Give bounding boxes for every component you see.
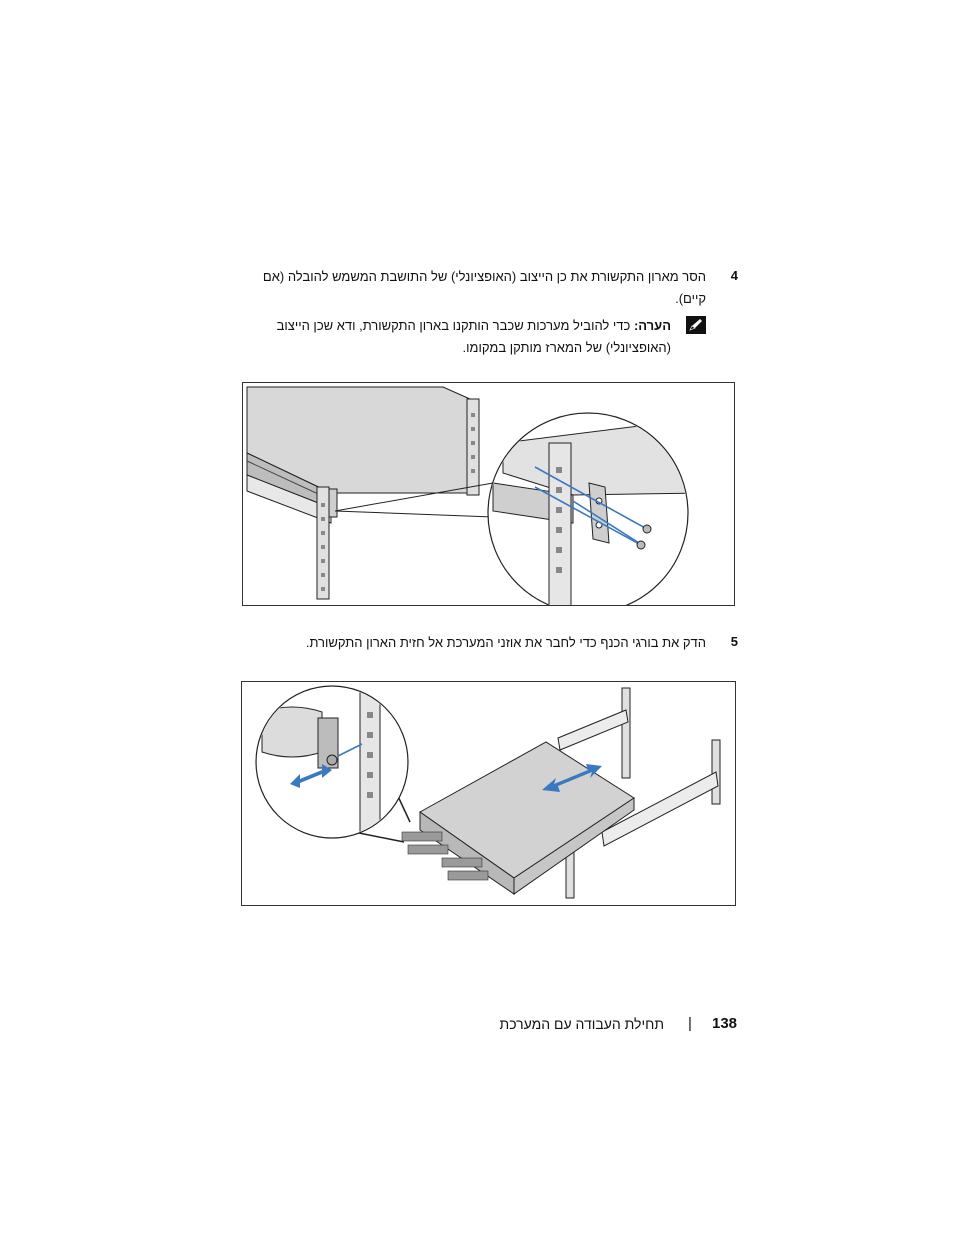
step-4-text: הסר מארון התקשורת את כן הייצוב (האופציונ… (236, 266, 706, 310)
step-4-line-1: הסר מארון התקשורת את כן הייצוב (האופציונ… (262, 269, 706, 284)
footer-title: תחילת העבודה עם המערכת (499, 1016, 664, 1032)
figure-thumbscrews (241, 681, 736, 906)
step-4-number: 4 (730, 268, 738, 283)
figure-stabilizer (242, 382, 735, 614)
footer-separator: | (688, 1015, 692, 1032)
note-text-1: כדי להוביל מערכות שכבר הותקנו בארון התקש… (276, 318, 631, 333)
note-line-2: (האופציונלי) של המארז מותקן במקומו. (462, 340, 671, 355)
step-4-line-2: קיים). (675, 291, 706, 306)
note-label: הערה: (633, 318, 671, 333)
stabilizer-illustration (246, 386, 689, 614)
note-block: הערה: כדי להוביל מערכות שכבר הותקנו בארו… (251, 315, 671, 359)
page-number: 138 (712, 1015, 738, 1032)
step-5-number: 5 (730, 634, 738, 649)
note-pencil-icon (686, 316, 706, 334)
thumbscrew-illustration (255, 685, 721, 899)
note-line-1: הערה: כדי להוביל מערכות שכבר הותקנו בארו… (251, 315, 671, 337)
step-5-text: הדק את בורגי הכנף כדי לחבר את אוזני המער… (305, 635, 706, 650)
